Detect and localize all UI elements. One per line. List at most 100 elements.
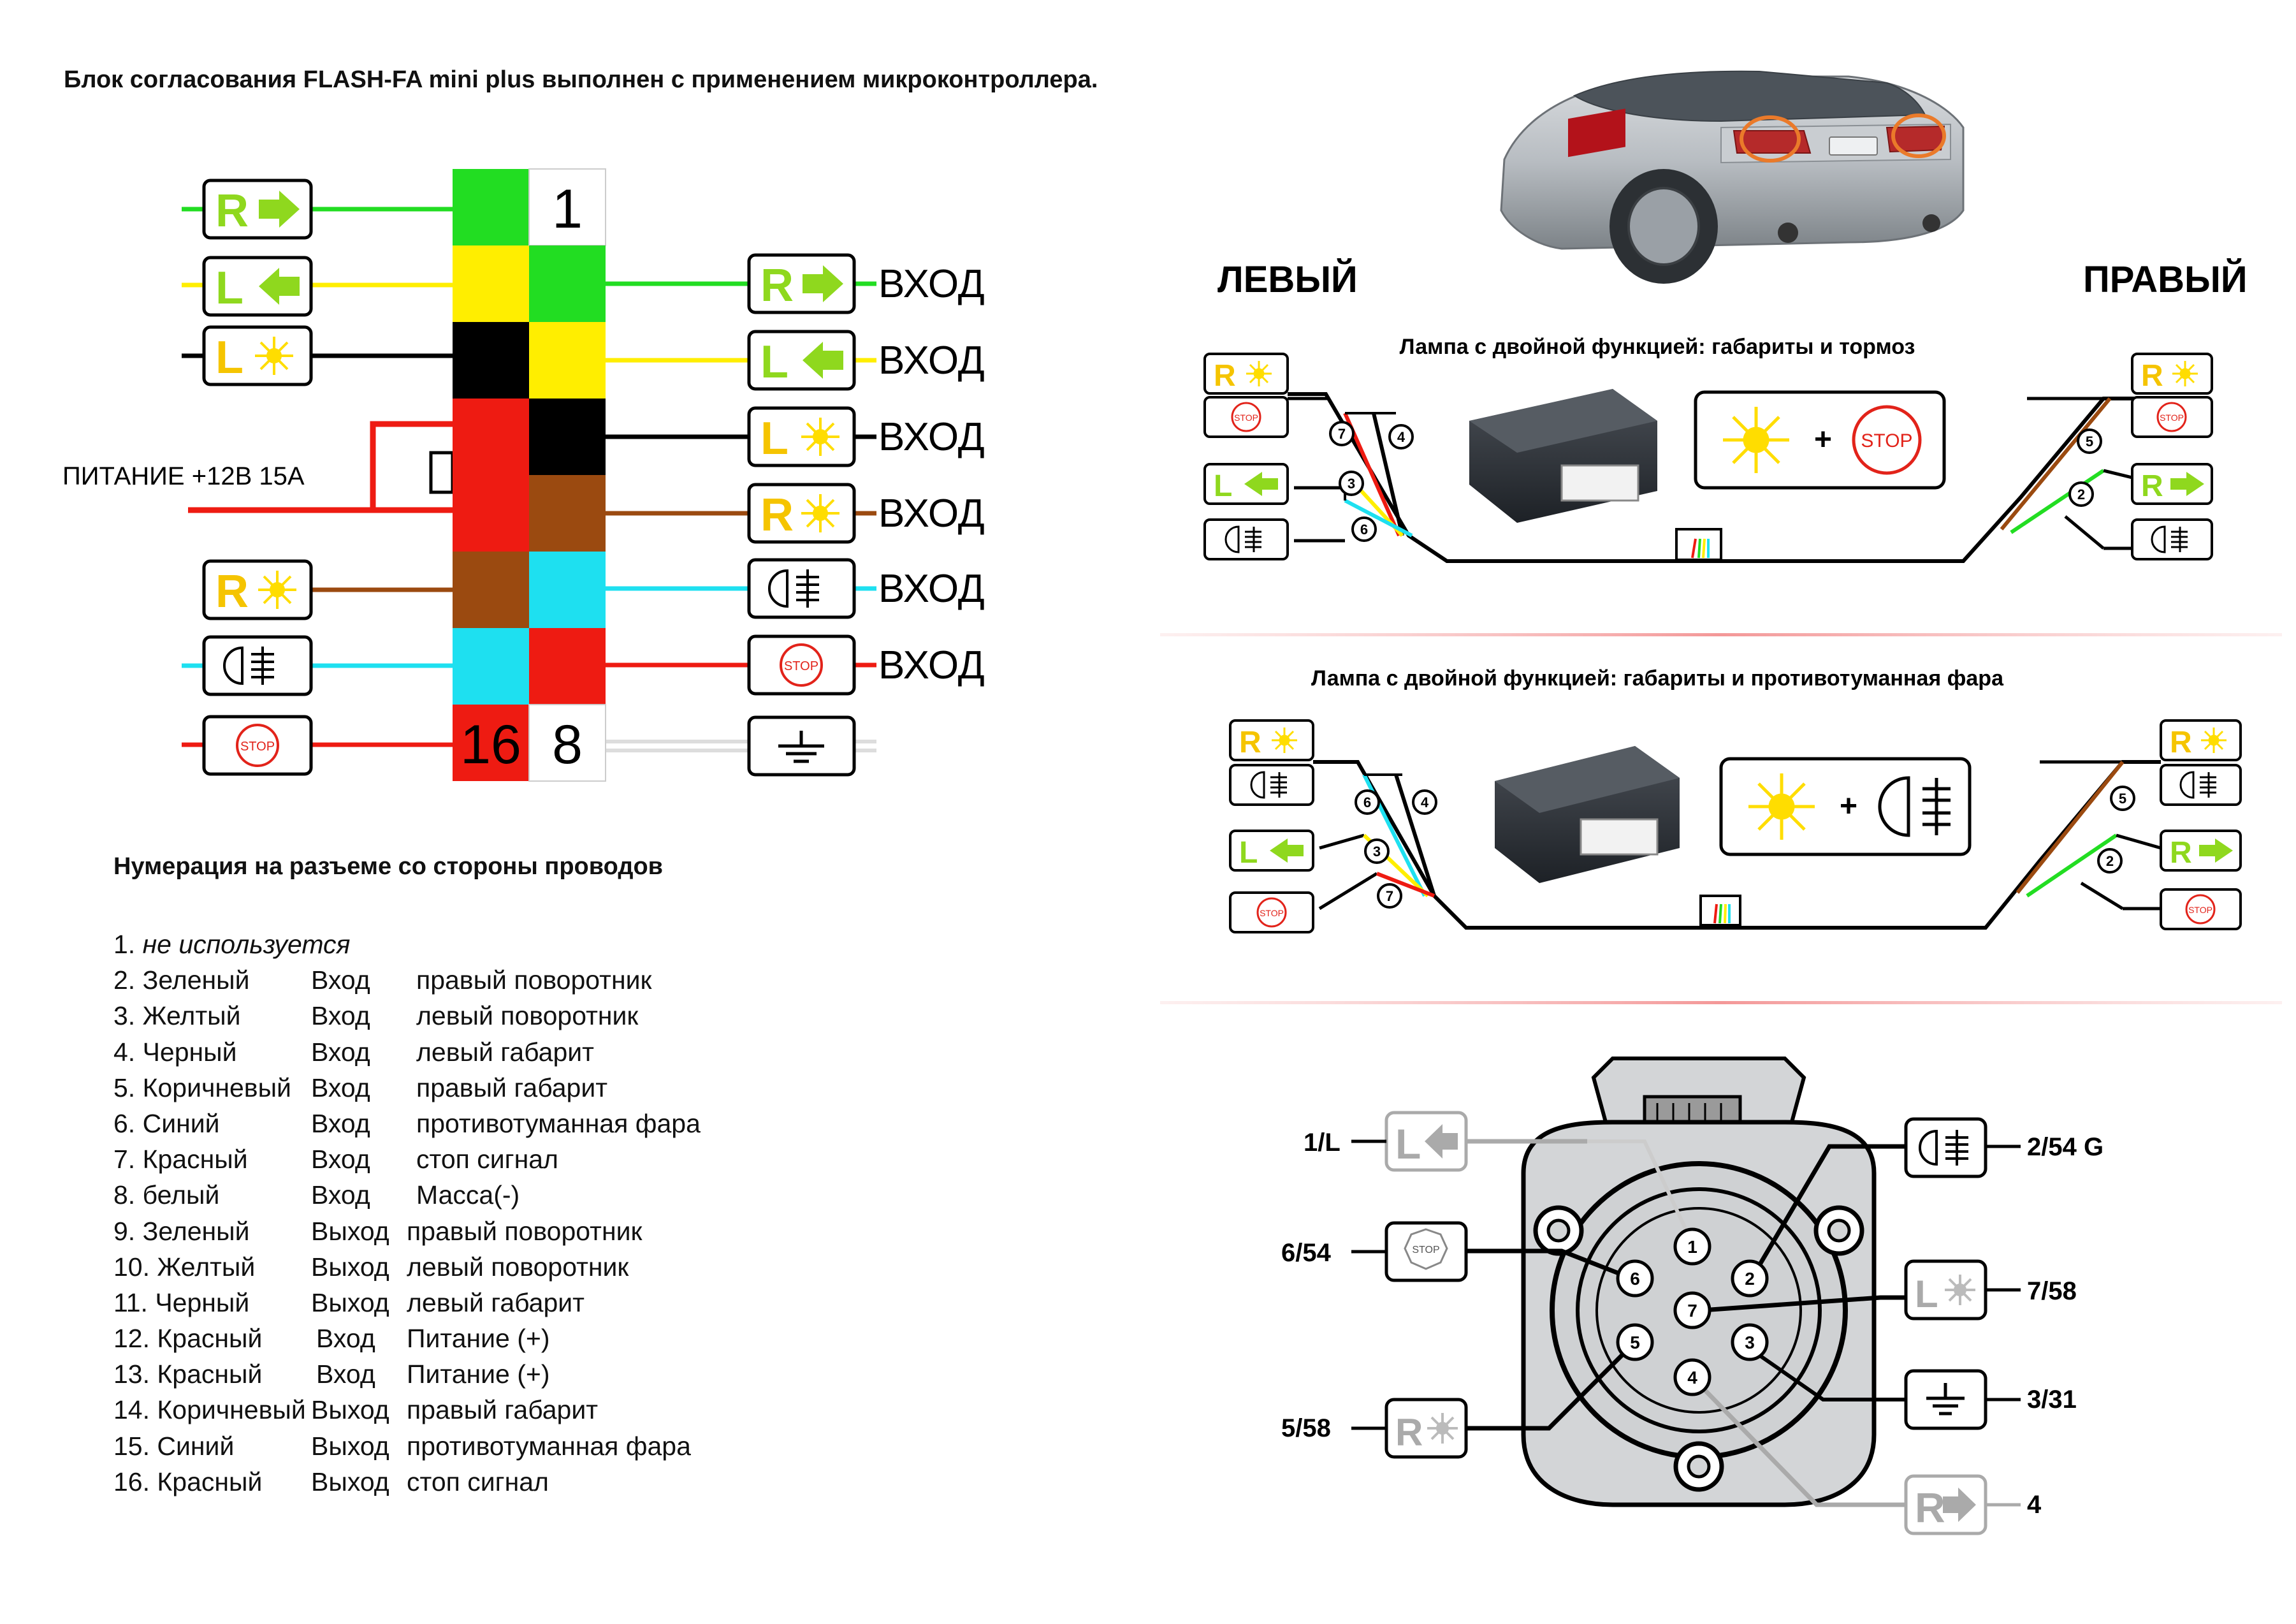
legend-direction: Вход	[311, 1108, 370, 1138]
svg-text:2: 2	[1745, 1269, 1755, 1289]
svg-text:R: R	[1915, 1484, 1945, 1531]
svg-text:STOP: STOP	[1861, 430, 1912, 451]
legend-function: стоп сигнал	[416, 1145, 558, 1174]
s2-icon-r-parking-right: R	[2160, 719, 2242, 761]
pin-4	[1673, 1358, 1711, 1396]
legend-direction: Выход	[311, 1252, 389, 1282]
pin-5	[1616, 1323, 1654, 1361]
fog-lamp-icon	[1878, 776, 1951, 837]
stop-icon	[1852, 405, 1922, 475]
socket-label-6: 6/54	[1281, 1239, 1332, 1267]
icon-fog-1	[202, 635, 313, 696]
socket-label-7: 7/58	[2027, 1277, 2077, 1305]
input-label: ВХОД	[878, 262, 985, 306]
icon-left-turn-2: L	[747, 330, 856, 391]
icon-right-turn-1: R	[202, 179, 313, 240]
input-label: ВХОД	[878, 492, 985, 536]
svg-text:3: 3	[1373, 844, 1381, 860]
ground-icon	[1926, 1383, 1965, 1416]
svg-text:STOP: STOP	[784, 659, 818, 673]
legend-color-name: Красный	[157, 1359, 263, 1389]
legend-function: правый поворотник	[416, 965, 652, 995]
pin-3	[1731, 1323, 1769, 1361]
socket-icon-stop: STOP	[1384, 1221, 1468, 1282]
legend-function: левый габарит	[416, 1037, 594, 1067]
legend-color-name: Коричневый	[157, 1395, 306, 1425]
legend-color-name: Черный	[155, 1287, 250, 1317]
svg-text:STOP: STOP	[1234, 413, 1258, 423]
legend-direction: Вход	[316, 1324, 375, 1354]
svg-text:STOP: STOP	[2188, 905, 2212, 915]
icon-right-parking-2: R	[747, 483, 856, 544]
legend-color: 6. Синий	[113, 1106, 220, 1141]
svg-text:3: 3	[1745, 1333, 1755, 1352]
scheme1-title: Лампа с двойной функцией: габариты и тор…	[1400, 335, 1915, 359]
function-box-2: +	[1719, 757, 1972, 856]
legend-function: левый габарит	[407, 1287, 585, 1317]
lamp-icon	[801, 494, 839, 532]
legend-color-name: Синий	[157, 1431, 235, 1461]
s1-icon-l-turn: L	[1203, 463, 1289, 505]
socket-label-2: 2/54 G	[2027, 1133, 2103, 1161]
ground-icon	[778, 731, 824, 763]
svg-text:R: R	[1214, 359, 1236, 393]
page-title: Блок согласования FLASH-FA mini plus вып…	[64, 66, 1098, 93]
svg-text:4: 4	[1421, 794, 1429, 810]
s1-icon-r-parking-right: R	[2131, 353, 2213, 395]
wire-power-1	[188, 421, 453, 513]
svg-text:4: 4	[1687, 1368, 1697, 1387]
left-side-label: ЛЕВЫЙ	[1217, 259, 1358, 300]
icon-right-turn-2: R	[747, 253, 856, 314]
arrow-right-icon	[259, 191, 300, 228]
stop-icon	[2185, 894, 2216, 925]
svg-text:5: 5	[2119, 791, 2126, 807]
legend-direction: Выход	[311, 1395, 389, 1425]
input-label: ВХОД	[878, 643, 985, 687]
scheme1-wiring: 7 4 3 6 5 2	[1288, 392, 2162, 563]
lamp-icon	[1748, 773, 1815, 840]
lamp-icon	[255, 337, 293, 375]
socket-label-1: 1/L	[1304, 1129, 1341, 1157]
s1-icon-fog-left	[1203, 518, 1289, 560]
legend-function: левый поворотник	[416, 1001, 639, 1031]
socket-wires	[1421, 1139, 1906, 1507]
right-side-label: ПРАВЫЙ	[2083, 259, 2248, 300]
legend-function: Масса(-)	[416, 1180, 520, 1210]
legend-function: правый габарит	[407, 1395, 599, 1425]
legend-direction: Вход	[311, 1001, 370, 1031]
svg-text:4: 4	[1397, 429, 1406, 445]
icon-stop-2: STOP	[747, 634, 856, 696]
legend-direction: Вход	[311, 1180, 370, 1210]
fog-lamp-icon	[768, 569, 819, 608]
svg-text:+: +	[1814, 423, 1832, 457]
svg-text:STOP: STOP	[240, 740, 275, 754]
legend-color: 16. Красный	[113, 1464, 262, 1500]
svg-text:R: R	[760, 260, 794, 311]
legend-color-name: Желтый	[157, 1252, 256, 1282]
arrow-right-icon	[803, 265, 843, 302]
svg-text:5: 5	[2086, 434, 2093, 450]
stop-icon	[780, 643, 823, 687]
s2-icon-stop-right: STOP	[2160, 888, 2242, 930]
icon-left-parking-1: L	[202, 325, 313, 386]
svg-text:L: L	[760, 413, 788, 464]
svg-text:6: 6	[1363, 794, 1371, 810]
socket-icon-r-parking: R	[1384, 1398, 1468, 1459]
legend-num: 5.	[113, 1072, 136, 1102]
legend-color: 4. Черный	[113, 1034, 237, 1070]
arrow-left-icon	[1270, 838, 1304, 863]
lamp-icon	[2172, 361, 2198, 386]
car-illustration	[1500, 70, 1965, 284]
legend-color: 10. Желтый	[113, 1249, 255, 1285]
legend-color: 2. Зеленый	[113, 962, 250, 998]
svg-text:6: 6	[1630, 1269, 1640, 1289]
svg-text:STOP: STOP	[1412, 1245, 1439, 1255]
legend-color-name: Синий	[142, 1108, 220, 1138]
icon-ground	[747, 715, 856, 777]
module-box-2	[1495, 746, 1680, 883]
